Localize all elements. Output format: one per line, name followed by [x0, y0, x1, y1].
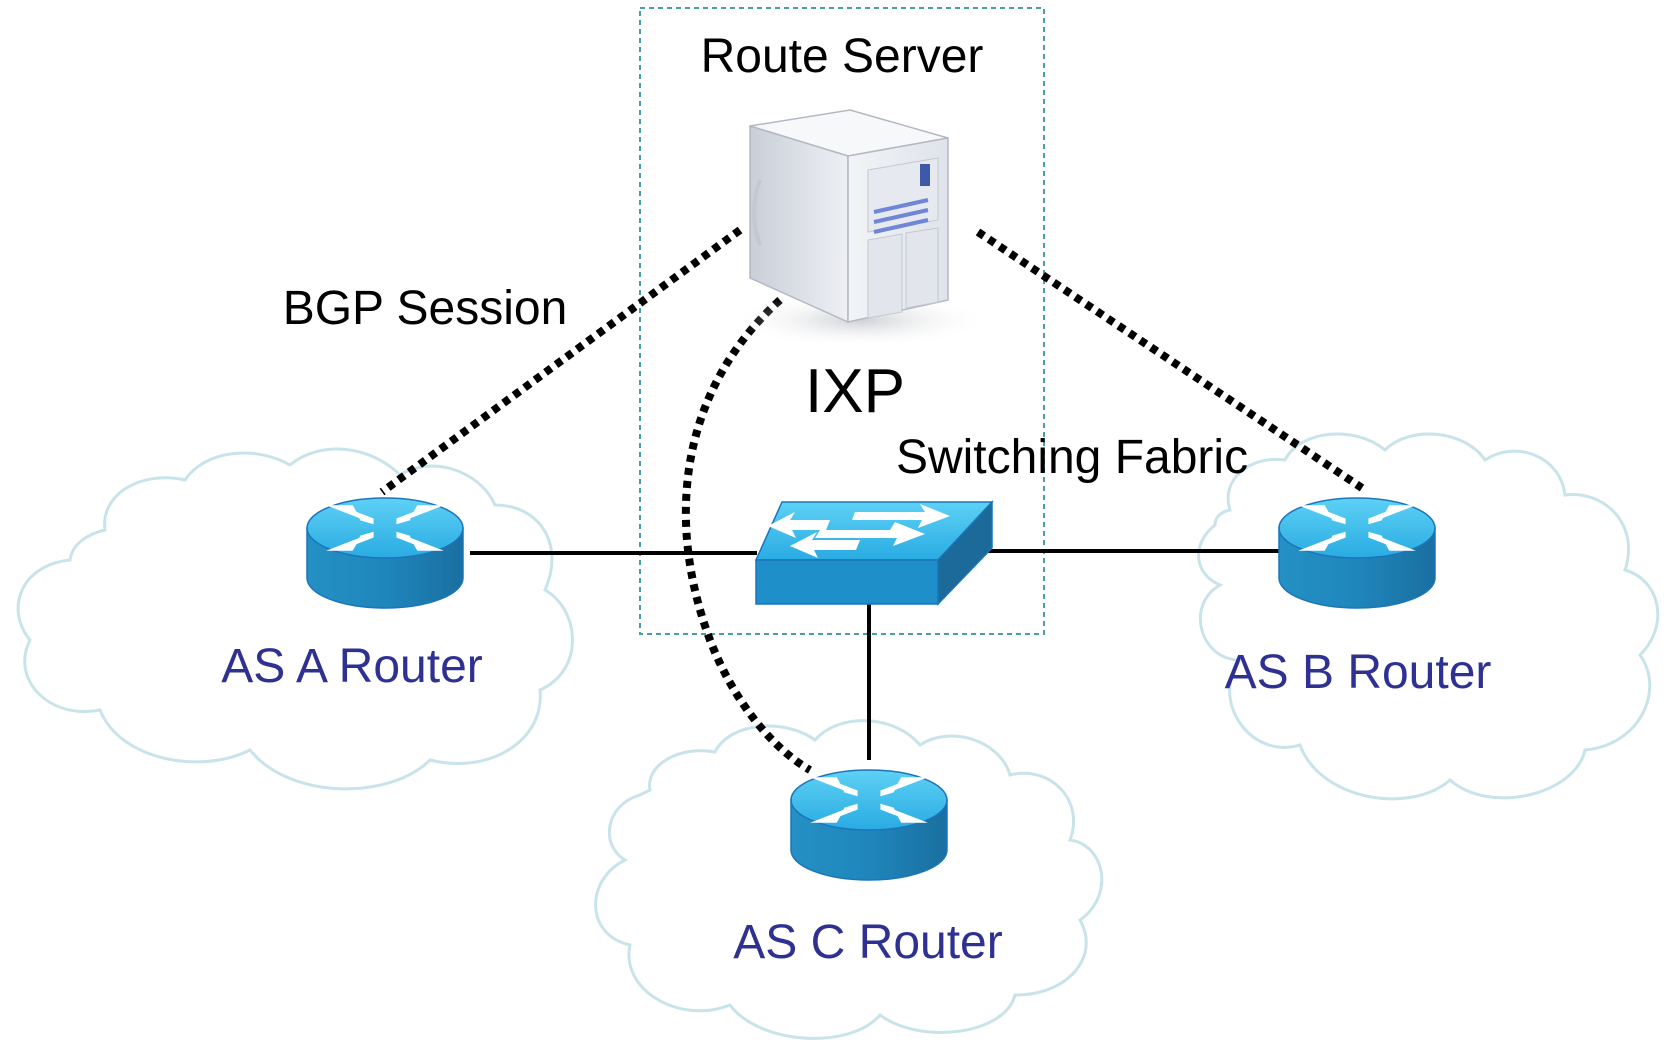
bgp-session-lines — [379, 226, 1365, 774]
as-b-router-label: AS B Router — [1225, 646, 1492, 699]
physical-links — [470, 549, 1280, 760]
bgp-session-as-a — [379, 226, 743, 496]
ixp-boundary — [639, 7, 1045, 635]
cloud-as-a — [16, 447, 574, 791]
cloud-as-b — [1197, 432, 1660, 801]
as-b-router-icon — [1278, 497, 1436, 609]
as-c-router-label: AS C Router — [733, 916, 1002, 969]
bgp-session-as-c — [681, 297, 812, 774]
bgp-session-label: BGP Session — [283, 282, 568, 335]
ixp-label: IXP — [805, 357, 905, 426]
as-c-router-icon — [790, 769, 948, 881]
switching-fabric-label: Switching Fabric — [896, 431, 1248, 484]
route-server-label: Route Server — [701, 30, 984, 83]
routers — [306, 497, 1436, 881]
as-a-router-label: AS A Router — [221, 640, 483, 693]
route-server-icon — [730, 109, 990, 348]
as-a-router-icon — [306, 497, 464, 609]
switch-icon — [754, 500, 994, 606]
